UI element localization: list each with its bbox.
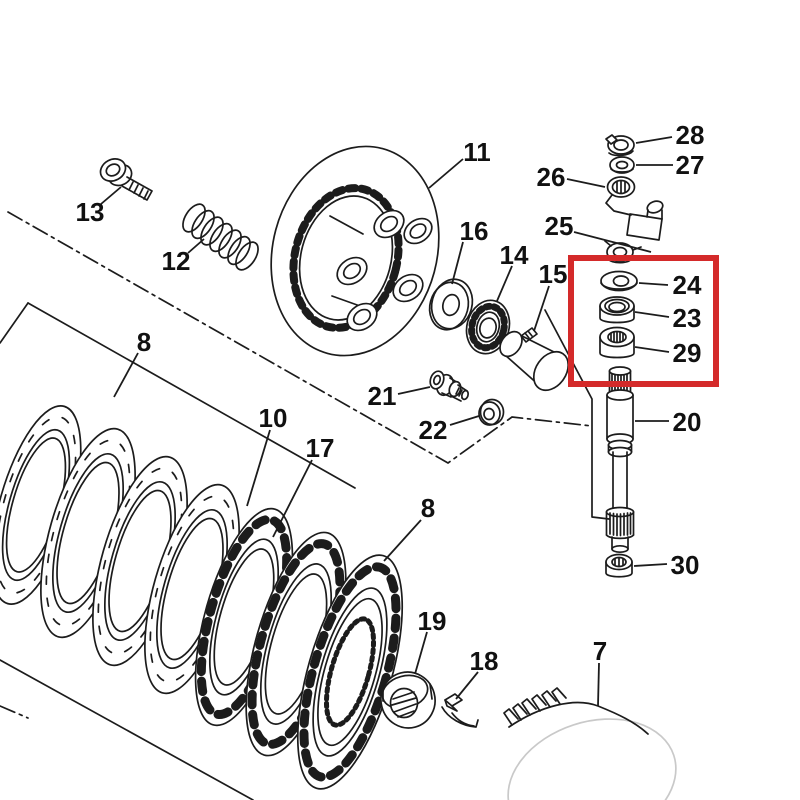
part-label-8b: 8 [421, 493, 435, 523]
leader-line-21 [397, 386, 431, 395]
bolt-21-drawing [429, 370, 470, 402]
spring-12-drawing [182, 203, 259, 271]
leader-line-14 [496, 265, 513, 302]
boss-holes [336, 209, 433, 332]
part-label-15: 15 [539, 259, 568, 289]
gear-tooth [503, 708, 519, 726]
part-label-13: 13 [76, 197, 105, 227]
leader-line-25 [573, 231, 652, 253]
part-label-26: 26 [537, 162, 566, 192]
push-piece-15-drawing [499, 327, 570, 392]
leader-line-23 [634, 311, 670, 318]
leader-line-24 [638, 282, 669, 286]
part-label-17: 17 [306, 433, 335, 463]
gear-tooth [521, 698, 537, 716]
leader-line-19 [414, 631, 428, 675]
part-label-30: 30 [671, 550, 700, 580]
part-label-7: 7 [593, 636, 607, 666]
part-label-8a: 8 [137, 327, 151, 357]
part-label-18: 18 [470, 646, 499, 676]
pressure-plate-drawing [270, 145, 440, 357]
gear-tooth [551, 687, 567, 705]
leader-line-28 [635, 136, 673, 144]
part-label-22: 22 [419, 415, 448, 445]
leader-line-30 [633, 563, 668, 567]
friction-plate-drawing [296, 554, 404, 790]
push-rod-shaft-20-drawing [605, 366, 635, 554]
leader-line-16 [451, 241, 464, 285]
gear-tooth [541, 690, 557, 708]
washer-22-drawing [478, 398, 505, 426]
gear-tooth [531, 694, 547, 712]
part-label-23: 23 [673, 303, 702, 333]
part-label-20: 20 [673, 407, 702, 437]
part-label-24: 24 [673, 270, 702, 300]
leader-line-11 [428, 158, 464, 189]
friction-plate-drawing [245, 531, 347, 757]
part-label-25: 25 [545, 211, 574, 241]
part-label-11: 11 [463, 137, 491, 167]
leader-line-29 [634, 346, 670, 353]
leader-line-17 [272, 459, 313, 538]
leader-line-15 [533, 285, 550, 332]
part-label-21: 21 [368, 381, 397, 411]
leader-line-8a [113, 352, 139, 398]
leader-line-18 [455, 671, 479, 700]
construction-lines [0, 211, 610, 800]
bushing-30-drawing [605, 553, 633, 578]
part-label-12: 12 [162, 246, 191, 276]
part-label-29: 29 [673, 338, 702, 368]
part-label-19: 19 [418, 606, 447, 636]
clutch-plate-stack [0, 405, 404, 790]
bearing-14-drawing [465, 299, 511, 355]
gear-tooth [512, 703, 528, 721]
leader-line-12 [187, 238, 205, 254]
shift-arm-26-drawing [605, 176, 664, 241]
leader-line-8b [383, 519, 422, 562]
leader-line-7 [597, 662, 600, 707]
drive-gear-7-drawing [503, 687, 677, 800]
highlight-box [568, 255, 719, 387]
bearing-23-drawing [599, 296, 635, 324]
lock-washer-18-drawing [441, 693, 479, 728]
part-label-16: 16 [460, 216, 489, 246]
leader-line-10 [246, 429, 271, 507]
part-label-28: 28 [676, 120, 705, 150]
leader-line-13 [100, 186, 122, 205]
washer-27-drawing [609, 156, 635, 174]
nut-19-drawing [380, 671, 436, 729]
leader-line-22 [449, 415, 480, 426]
leader-line-26 [566, 178, 606, 188]
part-label-27: 27 [676, 150, 705, 180]
part-label-10: 10 [259, 403, 288, 433]
bolt-13-drawing [99, 158, 153, 201]
needle-bearing-29-drawing [599, 326, 635, 359]
part-label-14: 14 [500, 240, 529, 270]
circlip-28-drawing [605, 134, 635, 157]
washer-24-drawing [600, 270, 638, 292]
washer-16-drawing [428, 278, 474, 331]
